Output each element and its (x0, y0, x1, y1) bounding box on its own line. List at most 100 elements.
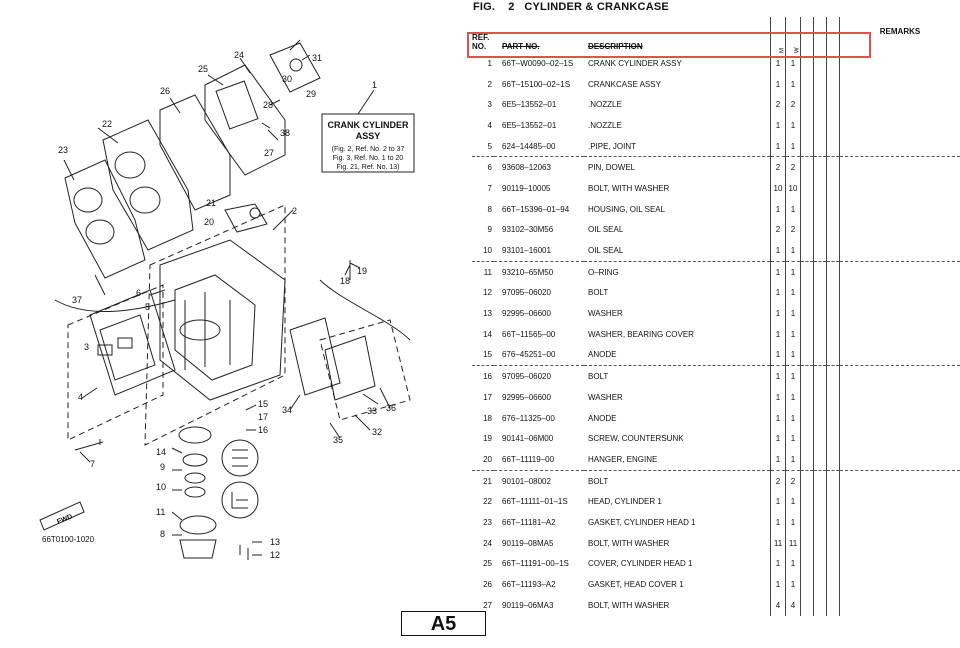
blank-cell (813, 344, 827, 366)
qty-m-cell: 1 (770, 387, 786, 408)
callout-box (321, 113, 415, 173)
blank-cell (800, 532, 814, 554)
part-no-cell: 97095–06020 (502, 288, 551, 298)
qty-m-cell: 11 (770, 532, 786, 554)
qty-m-cell: 1 (770, 53, 786, 74)
remarks-cell (839, 407, 960, 429)
ref-no-cell: 27 (483, 600, 492, 610)
blank-cell (800, 323, 814, 345)
qty-w-cell: 1 (785, 574, 801, 595)
remarks-cell (839, 303, 960, 324)
qty-w-cell: 1 (785, 135, 801, 157)
blank-cell (826, 219, 840, 241)
blank-cell (813, 449, 827, 471)
qty-w-cell: 1 (785, 449, 801, 471)
blank-cell (813, 260, 827, 283)
part-no-cell: 93101–16001 (502, 246, 551, 256)
description-cell: OIL SEAL (588, 246, 624, 256)
qty-w-cell: 1 (785, 73, 801, 95)
callout-numbers: 1 2 3 4 5 6 7 8 9 10 11 12 13 14 15 16 1… (58, 50, 396, 560)
blank-cell (826, 469, 840, 492)
qty-m-cell: 1 (770, 198, 786, 220)
blank-cell (800, 387, 814, 408)
blank-cell (826, 449, 840, 471)
callout-22: 22 (102, 119, 112, 129)
ref-no-cell: 21 (472, 469, 494, 492)
blank-cell (826, 512, 840, 533)
blank-cell (800, 449, 814, 471)
blank-cell (813, 94, 827, 116)
blank-cell (800, 407, 814, 429)
description-cell: BOLT (584, 365, 771, 387)
qty-m-cell: 1 (770, 303, 786, 324)
blank-cell (800, 512, 814, 533)
blank-cell (800, 365, 814, 387)
description-cell: BOLT (584, 469, 771, 492)
remarks-cell (839, 365, 960, 387)
blank-cell (813, 491, 827, 513)
fig-label: FIG. (473, 1, 496, 13)
remarks-cell (839, 135, 960, 157)
blank-cell (813, 219, 827, 241)
remarks-cell (839, 512, 960, 533)
description-cell: WASHER (588, 392, 623, 402)
callout-5: 5 (145, 302, 150, 312)
ref-no-cell: 20 (483, 454, 492, 464)
qty-m-cell: 1 (770, 115, 786, 136)
description-cell: HEAD, CYLINDER 1 (588, 497, 662, 507)
blank-cell (800, 594, 814, 616)
qty-m-cell: 2 (770, 156, 786, 179)
remarks-cell (839, 260, 960, 283)
callout-9: 9 (160, 462, 165, 472)
qty-w-cell: 11 (785, 532, 801, 554)
callout-21: 21 (206, 198, 216, 208)
fig-title-text: CYLINDER & CRANKCASE (524, 1, 669, 13)
part-no-cell: 92995–06600 (502, 309, 551, 319)
callout-3: 3 (84, 342, 89, 352)
page-label: A5 (401, 611, 486, 636)
remarks-cell (839, 53, 960, 74)
qty-w-cell: 4 (785, 594, 801, 616)
blank-cell (800, 135, 814, 157)
callout-15: 15 (258, 399, 268, 409)
blank-cell (826, 387, 840, 408)
ref-no-cell: 3 (487, 100, 492, 110)
part-no-cell: 66T–11111–01–1S (502, 497, 568, 507)
callout-28: 28 (263, 100, 273, 110)
part-no-cell: 6E5–13552–01 (502, 100, 557, 110)
description-cell: CRANKCASE ASSY (588, 79, 661, 89)
blank-cell (800, 260, 814, 283)
description-cell: GASKET, CYLINDER HEAD 1 (588, 517, 696, 527)
blank-cell (813, 303, 827, 324)
remarks-cell (839, 178, 960, 199)
ref-no-cell: 18 (483, 413, 492, 423)
callout-33: 33 (367, 406, 377, 416)
blank-cell (813, 73, 827, 95)
remarks-cell (839, 553, 960, 575)
blank-cell (800, 553, 814, 575)
part-no-cell: 90141–06M00 (502, 434, 554, 444)
qty-w-cell: 2 (785, 156, 801, 179)
blank-cell (800, 73, 814, 95)
ref-no-cell: 6 (472, 156, 494, 179)
remarks-cell (839, 198, 960, 220)
ref-no-cell: 26 (483, 580, 492, 590)
remarks-cell (839, 574, 960, 595)
callout-line-2: Fig. 3, Ref. No. 1 to 20 (333, 155, 404, 162)
remarks-cell (839, 156, 960, 179)
callout-14: 14 (156, 447, 166, 457)
